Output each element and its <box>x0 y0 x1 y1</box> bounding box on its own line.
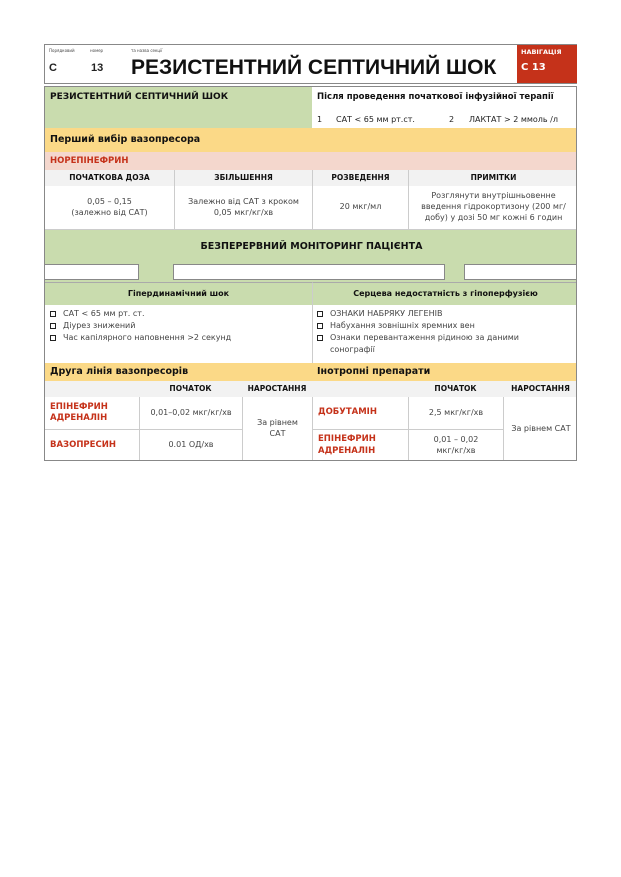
checklist-item[interactable]: Діурез знижений <box>50 320 305 332</box>
drug-epinephrine-inotrope: ЕПІНЕФРИН АДРЕНАЛІН <box>312 429 408 460</box>
heart-failure-checklist: ОЗНАКИ НАБРЯКУ ЛЕГЕНІВ Набухання зовнішн… <box>317 308 557 356</box>
section-header: Порядковий номер та назва секції С 13 РЕ… <box>44 44 577 84</box>
th-escalation: НАРОСТАННЯ <box>247 383 307 393</box>
section-number: 13 <box>91 62 104 74</box>
inotropes-title: Інотропні препарати <box>317 366 431 377</box>
criterion-2-num: 2 <box>449 115 455 124</box>
section-letter: С <box>49 62 57 74</box>
hyperdynamic-checklist: САТ < 65 мм рт. ст. Діурез знижений Час … <box>50 308 305 344</box>
notes: Розглянути внутрішньовенне введення гідр… <box>408 186 576 229</box>
drug-table-header <box>45 381 576 397</box>
criterion-1-num: 1 <box>317 115 323 124</box>
intro-after: Після проведення початкової інфузійної т… <box>317 92 554 102</box>
drug-vasopressin: ВАЗОПРЕСИН <box>45 429 139 460</box>
hyperdynamic-title: Гіпердинамічний шок <box>45 282 312 305</box>
checkbox-icon[interactable] <box>50 323 56 329</box>
nav-code: С 13 <box>521 62 546 73</box>
dilution: 20 мкг/мл <box>312 186 408 229</box>
increase: Залежно від САТ з кроком 0,05 мкг/кг/хв <box>174 186 312 229</box>
checklist-item[interactable]: ОЗНАКИ НАБРЯКУ ЛЕГЕНІВ <box>317 308 557 320</box>
checklist-item[interactable]: САТ < 65 мм рт. ст. <box>50 308 305 320</box>
navigation-badge[interactable]: НАВІГАЦІЯ С 13 <box>517 45 577 83</box>
dobutamine-start: 2,5 мкг/кг/хв <box>408 397 503 429</box>
drug-bar: НОРЕПІНЕФРИН <box>45 152 576 170</box>
checkbox-icon[interactable] <box>50 335 56 341</box>
label-title: та назва секції <box>131 48 163 53</box>
initial-dose: 0,05 – 0,15 (залежно від САТ) <box>71 196 148 217</box>
criterion-1: САТ < 65 мм рт.ст. <box>336 115 415 124</box>
vasopressin-start: 0.01 ОД/хв <box>139 429 242 460</box>
monitoring-field-1[interactable] <box>45 264 139 280</box>
checkbox-icon[interactable] <box>50 311 56 317</box>
epinephrine-inotrope-start: 0,01 – 0,02 мкг/кг/хв <box>408 429 503 460</box>
label-num: номер <box>90 48 104 53</box>
monitoring-title: БЕЗПЕРЕРВНИЙ МОНІТОРИНГ ПАЦІЄНТА <box>200 240 423 252</box>
monitoring-field-2[interactable] <box>173 264 445 280</box>
first-choice-title: Перший вибір вазопресора <box>50 134 201 145</box>
criterion-2: ЛАКТАТ > 2 ммоль /л <box>469 115 558 124</box>
intro-title: РЕЗИСТЕНТНИЙ СЕПТИЧНИЙ ШОК <box>50 92 229 102</box>
checklist-item[interactable]: Ознаки перевантаження рідиною за даними … <box>317 332 557 356</box>
checklist-item[interactable]: Набухання зовнішніх яремних вен <box>317 320 557 332</box>
monitoring-field-3[interactable] <box>464 264 576 280</box>
divider <box>312 305 313 363</box>
protocol-card: РЕЗИСТЕНТНИЙ СЕПТИЧНИЙ ШОК Після проведе… <box>44 86 577 461</box>
heart-failure-title: Серцева недостатність з гіпоперфузією <box>312 282 576 305</box>
drug-dobutamine: ДОБУТАМІН <box>312 397 408 429</box>
second-line-title: Друга лінія вазопресорів <box>50 366 189 377</box>
drug-name: НОРЕПІНЕФРИН <box>50 156 129 166</box>
th-initial-dose: ПОЧАТКОВА ДОЗА <box>45 170 174 186</box>
second-line-bar: Друга лінія вазопресорів Інотропні препа… <box>45 363 576 381</box>
intro-title-cell: РЕЗИСТЕНТНИЙ СЕПТИЧНИЙ ШОК <box>45 87 312 128</box>
nav-label: НАВІГАЦІЯ <box>521 48 562 56</box>
epinephrine-start: 0,01–0,02 мкг/кг/хв <box>139 397 242 429</box>
th-escalation-inotropes: НАРОСТАННЯ <box>511 383 570 393</box>
inotropes-escalation: За рівнем САТ <box>503 397 576 460</box>
first-choice-bar: Перший вибір вазопресора <box>45 128 576 152</box>
checkbox-icon[interactable] <box>317 323 323 329</box>
page-title: РЕЗИСТЕНТНИЙ СЕПТИЧНИЙ ШОК <box>131 56 497 79</box>
checklist-item[interactable]: Час капілярного наповнення >2 секунд <box>50 332 305 344</box>
th-start-inotropes: ПОЧАТОК <box>434 383 477 393</box>
th-notes: ПРИМІТКИ <box>408 170 576 186</box>
checkbox-icon[interactable] <box>317 335 323 341</box>
th-dilution: РОЗВЕДЕННЯ <box>312 170 408 186</box>
drug-epinephrine: ЕПІНЕФРИН АДРЕНАЛІН <box>50 401 108 423</box>
th-start: ПОЧАТОК <box>169 383 212 393</box>
checkbox-icon[interactable] <box>317 311 323 317</box>
th-increase: ЗБІЛЬШЕННЯ <box>174 170 312 186</box>
label-seq: Порядковий <box>49 48 75 53</box>
second-line-escalation: За рівнем САТ <box>242 397 312 460</box>
